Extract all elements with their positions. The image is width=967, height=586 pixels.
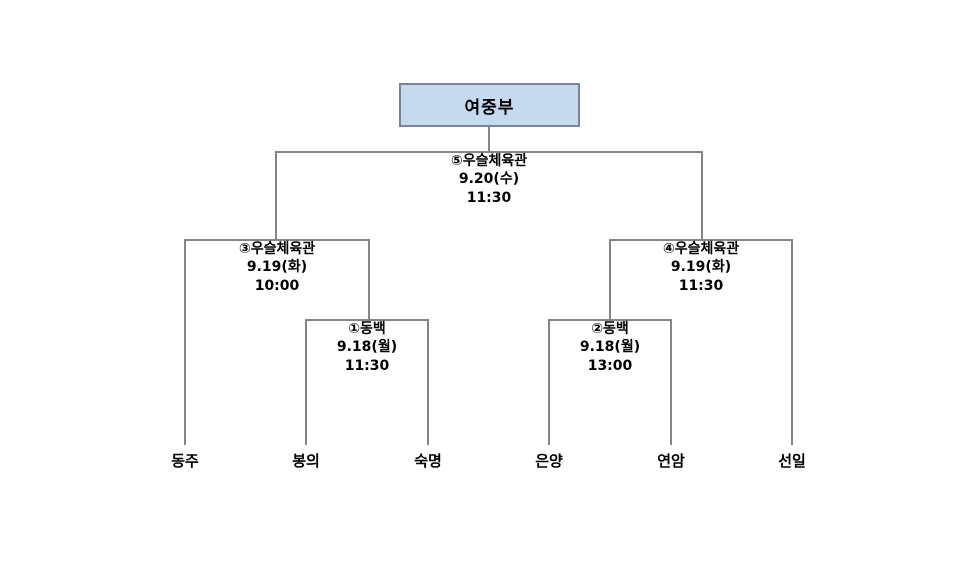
quarterfinal-left-horizontal-bar: [305, 319, 429, 321]
final-title-stem: [488, 127, 490, 152]
match-semifinal-left-date: 9.19(화): [246, 259, 308, 276]
match-semifinal-right: ④우슬체육관 9.19(화) 11:30: [610, 240, 792, 295]
match-quarterfinal-right-time: 13:00: [587, 357, 633, 374]
semifinal-left-outer-leg: [184, 239, 186, 445]
semifinal-right-horizontal-bar: [609, 239, 793, 241]
match-semifinal-left-venue: ③우슬체육관: [238, 241, 316, 257]
match-quarterfinal-left-venue: ①동백: [348, 321, 386, 337]
final-left-leg: [275, 151, 277, 240]
match-quarterfinal-left-date: 9.18(월): [336, 339, 398, 356]
quarterfinal-right-horizontal-bar: [548, 319, 672, 321]
match-quarterfinal-right: ②동백 9.18(월) 13:00: [549, 320, 671, 375]
team-label-3: 숙명: [388, 450, 468, 471]
final-horizontal-bar: [275, 151, 703, 153]
team-label-6: 선일: [752, 450, 832, 471]
team-name-5: 연암: [657, 452, 685, 470]
match-final: ⑤우슬체육관 9.20(수) 11:30: [398, 152, 580, 207]
team-name-6: 선일: [778, 452, 806, 470]
team-label-4: 은양: [509, 450, 589, 471]
match-quarterfinal-right-date: 9.18(월): [579, 339, 641, 356]
match-final-venue: ⑤우슬체육관: [450, 153, 528, 169]
match-quarterfinal-left: ①동백 9.18(월) 11:30: [306, 320, 428, 375]
quarterfinal-right-inner-leg: [670, 319, 672, 445]
division-title-label: 여중부: [464, 97, 515, 118]
semifinal-right-inner-leg: [609, 239, 611, 319]
match-quarterfinal-left-time: 11:30: [344, 357, 390, 374]
division-title-box: 여중부: [399, 83, 580, 127]
final-right-leg: [701, 151, 703, 240]
match-final-time: 11:30: [466, 189, 512, 206]
match-semifinal-right-venue: ④우슬체육관: [662, 241, 740, 257]
match-final-date: 9.20(수): [458, 171, 520, 188]
semifinal-left-horizontal-bar: [184, 239, 370, 241]
semifinal-right-outer-leg: [791, 239, 793, 445]
quarterfinal-left-outer-leg: [305, 319, 307, 445]
quarterfinal-left-inner-leg: [427, 319, 429, 445]
semifinal-left-inner-leg: [368, 239, 370, 319]
team-label-1: 동주: [145, 450, 225, 471]
match-semifinal-right-time: 11:30: [678, 277, 724, 294]
team-label-5: 연암: [631, 450, 711, 471]
team-name-4: 은양: [535, 452, 563, 470]
team-name-3: 숙명: [414, 452, 442, 470]
match-semifinal-left: ③우슬체육관 9.19(화) 10:00: [186, 240, 368, 295]
match-semifinal-right-date: 9.19(화): [670, 259, 732, 276]
match-quarterfinal-right-venue: ②동백: [591, 321, 629, 337]
team-name-2: 봉의: [292, 452, 320, 470]
team-name-1: 동주: [171, 452, 199, 470]
team-label-2: 봉의: [266, 450, 346, 471]
quarterfinal-right-outer-leg: [548, 319, 550, 445]
match-semifinal-left-time: 10:00: [254, 277, 300, 294]
